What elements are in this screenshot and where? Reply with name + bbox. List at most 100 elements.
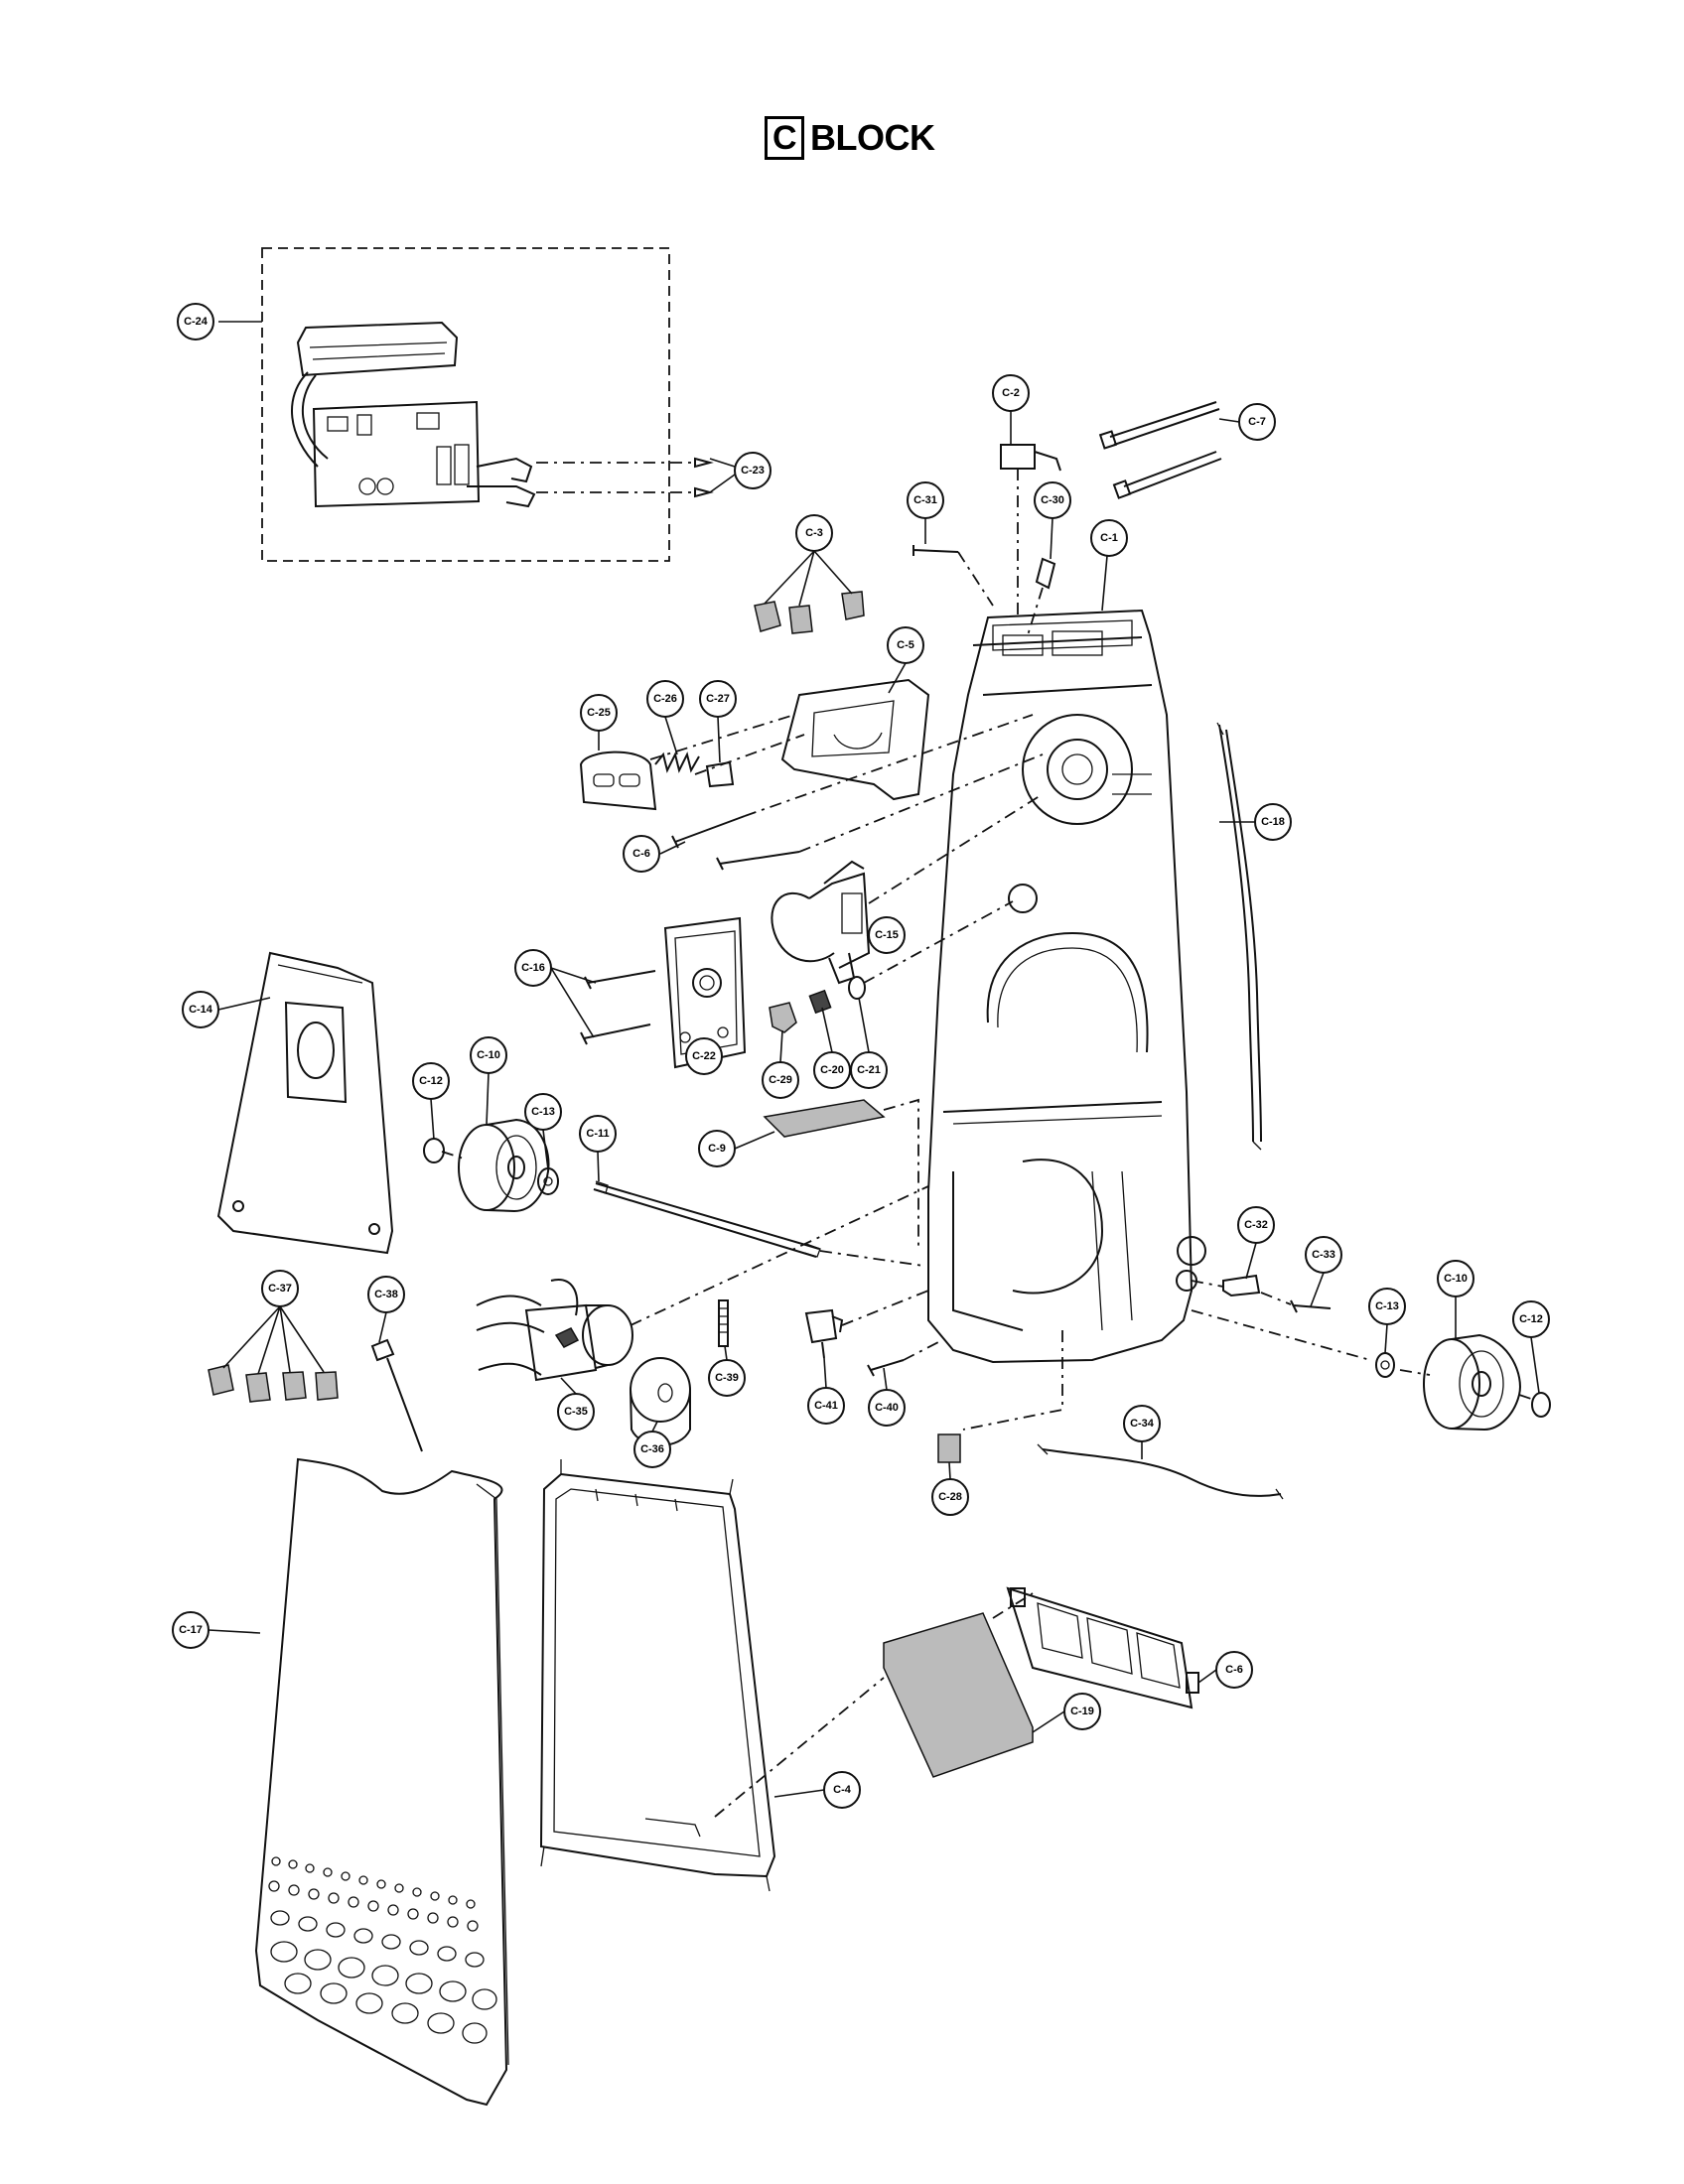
- svg-text:C-20: C-20: [820, 1064, 844, 1076]
- callout-c30: C-30: [1034, 481, 1071, 519]
- svg-text:C-37: C-37: [268, 1283, 292, 1295]
- washer-c12-left: [423, 1138, 445, 1163]
- callout-c1: C-1: [1090, 519, 1128, 557]
- svg-text:C-36: C-36: [640, 1443, 664, 1455]
- wire-nuts-c3: [754, 591, 865, 634]
- callout-c31: C-31: [907, 481, 944, 519]
- callout-c13-left: C-13: [524, 1093, 562, 1131]
- front-cover-c17: [254, 1457, 509, 2107]
- svg-text:C-40: C-40: [875, 1402, 899, 1414]
- svg-text:C-31: C-31: [913, 494, 937, 506]
- svg-text:C-2: C-2: [1002, 387, 1020, 399]
- probe-c38: [370, 1338, 423, 1452]
- svg-text:C-30: C-30: [1041, 494, 1064, 506]
- frame-c4: [539, 1459, 776, 1892]
- callout-c29: C-29: [762, 1061, 799, 1099]
- svg-text:C-34: C-34: [1130, 1418, 1155, 1430]
- callout-c16: C-16: [514, 949, 552, 987]
- washer-c12-right: [1531, 1392, 1551, 1418]
- svg-text:C-33: C-33: [1312, 1249, 1335, 1261]
- pin-c39: [718, 1299, 729, 1347]
- svg-text:C-29: C-29: [769, 1074, 792, 1086]
- callout-c13-right: C-13: [1368, 1288, 1406, 1325]
- callout-c15: C-15: [868, 916, 906, 954]
- callout-c27: C-27: [699, 680, 737, 718]
- callout-c7: C-7: [1238, 403, 1276, 441]
- callout-c24: C-24: [177, 303, 214, 341]
- screw-c40: [867, 1341, 939, 1377]
- callout-c41: C-41: [807, 1387, 845, 1425]
- svg-text:C-5: C-5: [897, 639, 914, 651]
- callout-c11: C-11: [579, 1115, 617, 1153]
- solenoid-c15: [771, 793, 1044, 985]
- axle-c11: [593, 1180, 924, 1267]
- svg-text:C-21: C-21: [857, 1064, 881, 1076]
- svg-text:C-10: C-10: [477, 1049, 500, 1061]
- svg-text:C-18: C-18: [1261, 816, 1285, 828]
- svg-text:C-14: C-14: [189, 1004, 213, 1016]
- washer-c21: [848, 900, 1014, 1000]
- svg-text:C-35: C-35: [564, 1406, 588, 1418]
- terminal-block-c35: [476, 1185, 929, 1382]
- callout-c4: C-4: [823, 1771, 861, 1809]
- callout-c2: C-2: [992, 374, 1030, 412]
- label-plate-c25: [579, 751, 657, 811]
- callout-c20: C-20: [813, 1051, 851, 1089]
- callout-c3: C-3: [795, 514, 833, 552]
- callouts: C-24 C-23 C-2 C-7 C-31 C-30 C-1 C-3 C-5 …: [172, 303, 1550, 1809]
- lever-c30: [1027, 557, 1056, 636]
- svg-text:C-27: C-27: [706, 693, 730, 705]
- panel-c14: [216, 951, 394, 1255]
- callout-c40: C-40: [868, 1389, 906, 1427]
- svg-text:C-38: C-38: [374, 1289, 398, 1300]
- block-title-text: BLOCK: [810, 117, 935, 158]
- block-letter-box: C: [765, 116, 804, 160]
- callout-c23: C-23: [734, 452, 772, 489]
- svg-text:C-41: C-41: [814, 1400, 838, 1412]
- callout-c12-right: C-12: [1512, 1300, 1550, 1338]
- callout-c37: C-37: [261, 1270, 299, 1307]
- callout-c6-lower: C-6: [1215, 1651, 1253, 1689]
- callout-c12-left: C-12: [412, 1062, 450, 1100]
- cord-c34: [1037, 1443, 1284, 1500]
- callout-c18: C-18: [1254, 803, 1292, 841]
- main-body-c1: [927, 609, 1206, 1364]
- callout-c9: C-9: [698, 1130, 736, 1167]
- callout-c38: C-38: [367, 1276, 405, 1313]
- callout-c19: C-19: [1063, 1693, 1101, 1730]
- screws-c6: [671, 714, 1044, 871]
- screw-c31: [912, 545, 994, 607]
- callout-c28: C-28: [931, 1478, 969, 1516]
- clip-c27: [705, 760, 735, 788]
- cover-c5: [780, 678, 930, 801]
- diagram-title: C BLOCK: [765, 115, 935, 161]
- switch-c41: [804, 1290, 929, 1359]
- callout-c10-left: C-10: [470, 1036, 507, 1074]
- filter-pad-c9: [763, 1098, 919, 1251]
- mounting-plate-c22: [663, 916, 747, 1069]
- pcb-assembly: [261, 247, 695, 562]
- svg-text:C-12: C-12: [419, 1075, 443, 1087]
- svg-text:C-26: C-26: [653, 693, 677, 705]
- svg-text:C-17: C-17: [179, 1624, 203, 1636]
- screws-c23: [694, 457, 714, 498]
- screws-c16: [580, 970, 656, 1045]
- svg-text:C-11: C-11: [586, 1128, 609, 1140]
- callout-c5: C-5: [887, 626, 924, 664]
- svg-text:C-32: C-32: [1244, 1219, 1268, 1231]
- wire-c18: [1216, 722, 1262, 1151]
- svg-text:C-13: C-13: [1375, 1300, 1399, 1312]
- svg-text:C-39: C-39: [715, 1372, 739, 1384]
- wheel-c10-right: [1423, 1333, 1521, 1432]
- svg-text:C-13: C-13: [531, 1106, 555, 1118]
- svg-text:C-4: C-4: [833, 1784, 852, 1796]
- callout-c33: C-33: [1305, 1236, 1342, 1274]
- svg-text:C-7: C-7: [1248, 416, 1266, 428]
- svg-text:C-9: C-9: [708, 1143, 726, 1155]
- spring-c20: [808, 989, 832, 1015]
- screw-c33: [1260, 1292, 1332, 1313]
- svg-text:C-19: C-19: [1070, 1706, 1094, 1717]
- callout-c36: C-36: [633, 1431, 671, 1468]
- svg-text:C-6: C-6: [632, 848, 650, 860]
